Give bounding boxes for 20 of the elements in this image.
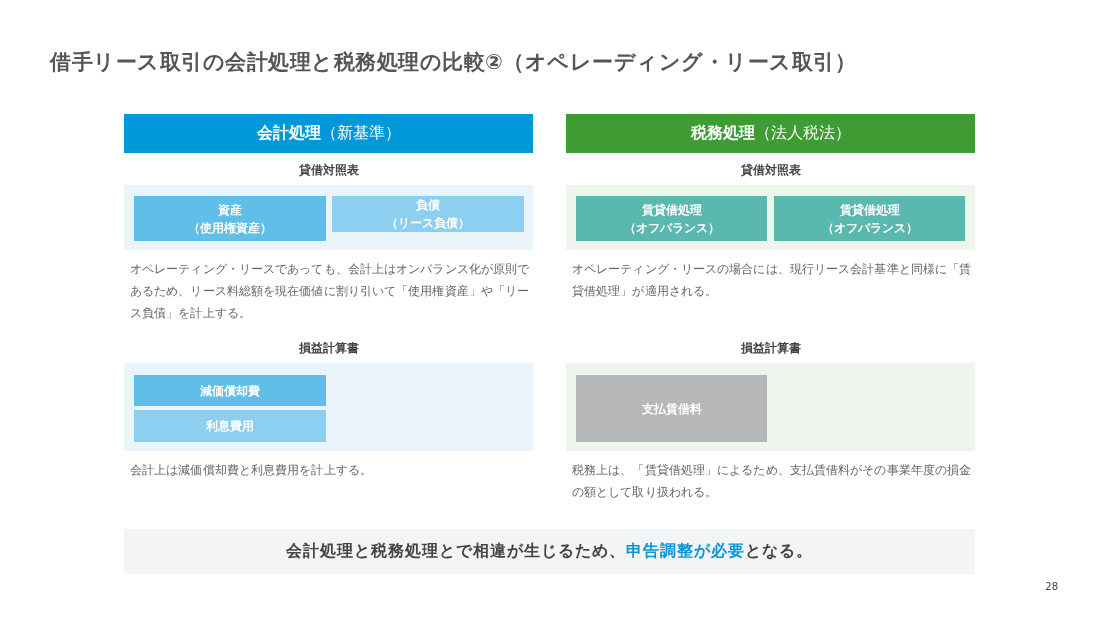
account-box: 負債（リース負債） bbox=[332, 196, 524, 232]
account-box: 利息費用 bbox=[134, 410, 326, 442]
page-number: 28 bbox=[1045, 581, 1058, 592]
panel-heading: 貸借対照表 bbox=[297, 162, 360, 179]
section-header: 会計処理（新基準） bbox=[124, 114, 533, 153]
description-text: 税務上は、「賃貸借処理」によるため、支払賃借料がその事業年度の損金の額として取り扱われる。 bbox=[572, 462, 973, 501]
description-text: 会計上は減価償却費と利息費用を計上する。 bbox=[130, 462, 373, 479]
panel-heading: 損益計算書 bbox=[297, 340, 360, 357]
description-text: オペレーティング・リースの場合には、現行リース会計基準と同様に「賃貸借処理」が適用される。 bbox=[572, 261, 973, 300]
panel-heading: 貸借対照表 bbox=[739, 162, 802, 179]
section-header: 税務処理（法人税法） bbox=[566, 114, 975, 153]
panel-heading: 損益計算書 bbox=[739, 340, 802, 357]
account-box: 賃貸借処理（オフバランス） bbox=[576, 196, 767, 241]
account-box: 賃貸借処理（オフバランス） bbox=[774, 196, 965, 241]
account-box: 減価償却費 bbox=[134, 375, 326, 406]
account-box: 資産（使用権資産） bbox=[134, 196, 326, 241]
page-title: 借手リース取引の会計処理と税務処理の比較②（オペレーディング・リース取引） bbox=[50, 49, 857, 76]
description-text: オペレーティング・リースであっても、会計上はオンバランス化が原則であるため、リース料総額を現在価値に割り引いて「使用権資産」や「リース負債」を計上する。 bbox=[130, 261, 531, 322]
conclusion-band: 会計処理と税務処理とで相違が生じるため、申告調整が必要となる。 bbox=[124, 529, 975, 574]
account-box: 支払賃借料 bbox=[576, 375, 767, 442]
